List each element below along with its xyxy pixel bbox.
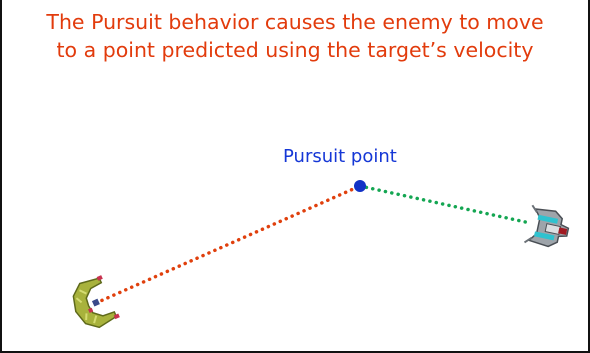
enemy-path-line [96, 186, 360, 303]
pursuit-dot-icon [354, 180, 366, 192]
target-ship-icon [524, 205, 571, 250]
target-path-line [360, 186, 530, 223]
enemy-ship-icon [66, 274, 120, 333]
